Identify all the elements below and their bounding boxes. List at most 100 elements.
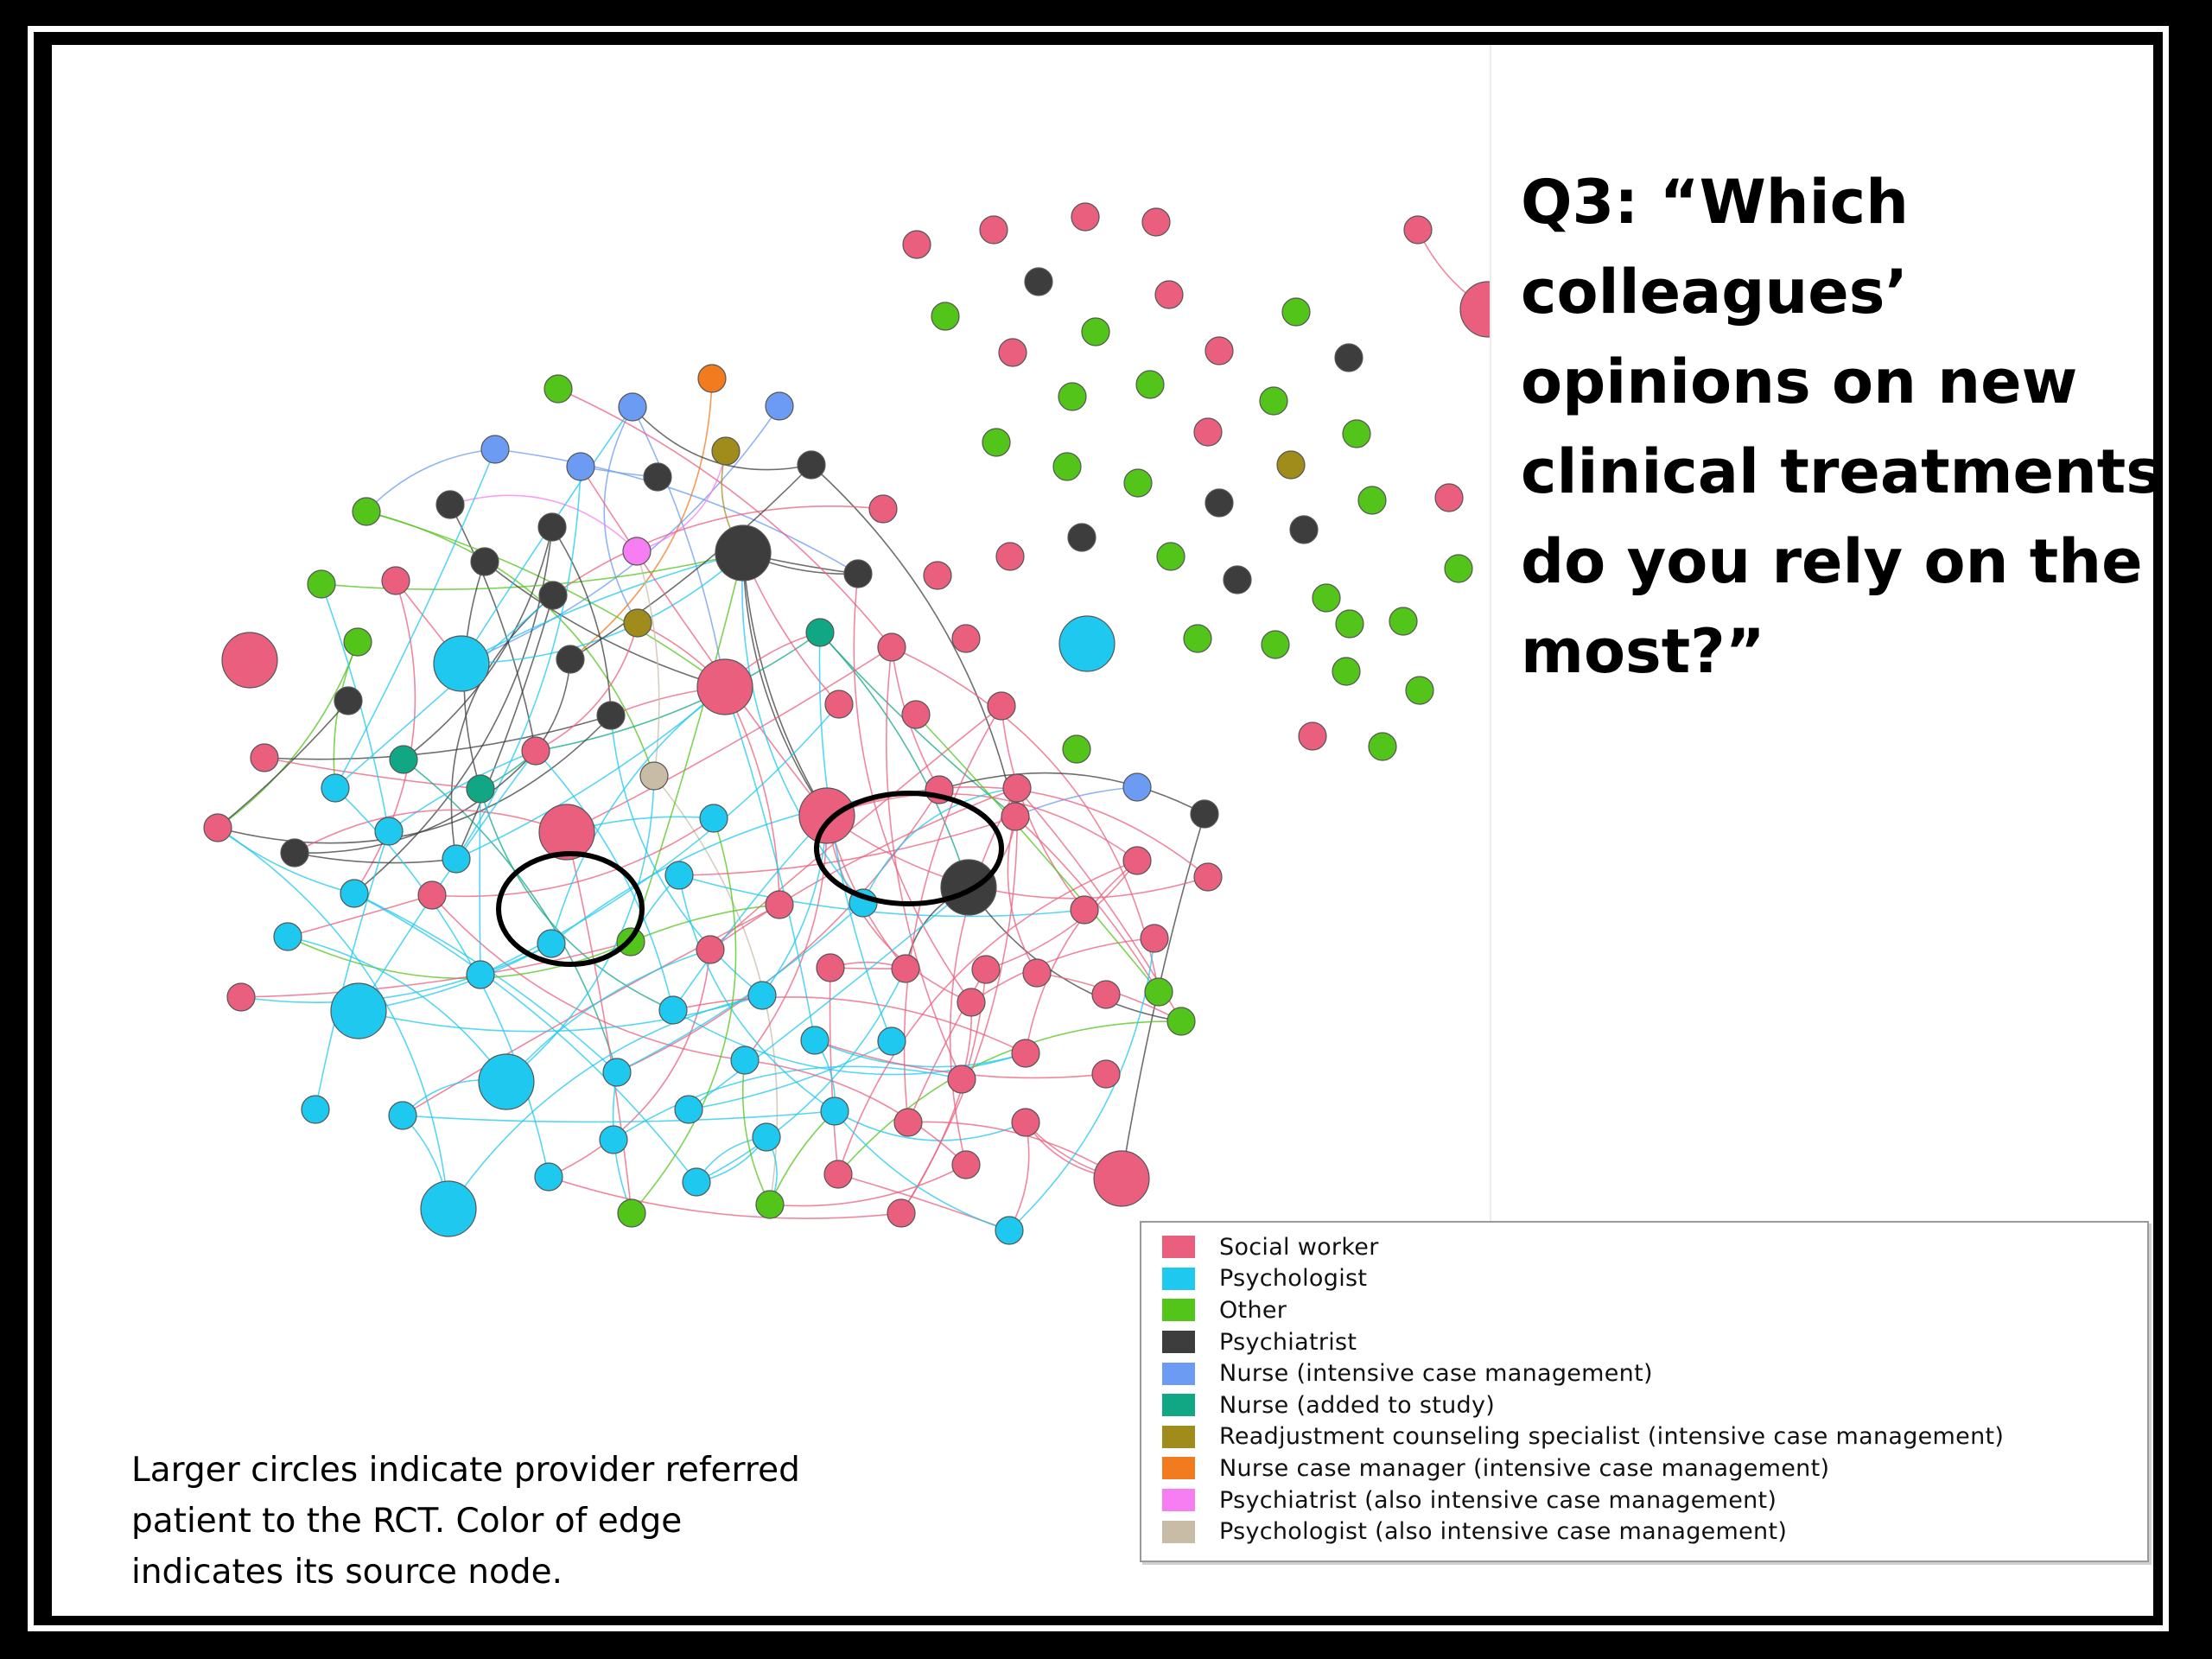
network-node — [1081, 317, 1110, 346]
network-node — [797, 450, 826, 480]
network-node — [442, 844, 471, 874]
highlight-rings — [496, 791, 1004, 967]
network-edge — [333, 641, 359, 789]
network-edge — [834, 1110, 1010, 1231]
network-edge — [217, 827, 449, 1210]
network-node — [893, 1108, 923, 1137]
slide-canvas: Q3: “Which colleagues’ opinions on new c… — [52, 45, 2162, 1616]
question-line: colleagues’ — [1521, 257, 1908, 327]
network-edge — [613, 1065, 963, 1141]
network-node — [1276, 450, 1306, 480]
network-node — [566, 452, 595, 481]
network-edge — [903, 705, 1002, 1123]
network-node — [617, 1198, 646, 1228]
network-node — [1166, 1007, 1196, 1036]
network-node — [280, 838, 309, 868]
network-edge — [294, 852, 457, 864]
network-node — [1434, 483, 1464, 512]
network-node — [301, 1095, 330, 1124]
network-edge — [819, 632, 969, 888]
network-edge — [264, 757, 481, 790]
network-node — [307, 569, 336, 599]
network-edge — [632, 406, 812, 471]
square-swatch-icon — [1162, 1457, 1195, 1480]
network-edge — [566, 831, 632, 1214]
network-edge — [837, 1020, 1182, 1175]
network-nodes — [203, 202, 1490, 1245]
network-edge — [358, 750, 537, 1012]
network-edge — [240, 941, 632, 998]
network-edge — [535, 622, 639, 752]
network-edge — [353, 893, 697, 1183]
network-edge — [569, 378, 713, 660]
network-edge — [741, 1059, 771, 1205]
network-node — [334, 686, 363, 715]
network-node — [658, 995, 688, 1025]
network-node — [979, 215, 1008, 245]
network-node — [696, 935, 725, 964]
network-edge — [353, 580, 416, 894]
network-edge — [550, 686, 726, 944]
network-edge — [264, 715, 612, 760]
network-edge — [630, 552, 744, 943]
network-edge — [403, 526, 553, 760]
network-node — [1298, 721, 1327, 751]
network-node — [971, 955, 1001, 984]
question-line: Q3: “Which — [1521, 167, 1909, 238]
network-edge — [724, 686, 816, 1041]
network-node — [622, 537, 652, 566]
question-line: opinions on new — [1521, 346, 2078, 417]
network-node — [664, 861, 694, 890]
network-node — [877, 632, 906, 662]
network-node — [901, 700, 931, 729]
network-edge — [741, 552, 864, 904]
network-edge — [217, 715, 612, 844]
network-edge — [240, 943, 552, 1003]
network-node — [538, 804, 595, 861]
legend-label: Other — [1219, 1296, 1287, 1324]
network-node — [521, 736, 550, 766]
network-edge — [566, 646, 893, 833]
network-node — [1067, 523, 1096, 552]
network-node — [902, 230, 931, 259]
network-node — [755, 1190, 785, 1219]
network-edge — [217, 641, 359, 829]
network-edge — [505, 949, 711, 1083]
network-node — [1022, 958, 1052, 988]
network-node — [1123, 468, 1153, 498]
network-node — [470, 547, 499, 576]
network-edge — [837, 1173, 1010, 1231]
network-node — [765, 890, 794, 919]
network-node — [1122, 772, 1152, 802]
legend-label: Nurse case manager (intensive case manag… — [1219, 1454, 1830, 1482]
network-edge — [358, 995, 763, 1033]
network-node — [747, 981, 777, 1010]
network-edge — [630, 904, 780, 943]
network-edge — [334, 594, 554, 789]
network-node — [887, 1198, 916, 1228]
network-node — [1052, 452, 1082, 481]
network-node — [420, 1180, 477, 1237]
network-node — [273, 922, 302, 951]
network-edges — [217, 229, 1489, 1231]
panel-divider — [1490, 45, 1491, 1229]
network-node — [987, 691, 1016, 721]
network-edge — [688, 1040, 893, 1110]
network-node — [1011, 1039, 1040, 1068]
legend-item: Psychologist (also intensive case manage… — [1162, 1516, 2147, 1548]
network-edge — [494, 448, 859, 575]
network-edge — [294, 750, 537, 854]
question-line: do you rely on the — [1521, 526, 2143, 597]
network-node — [1144, 977, 1173, 1007]
network-node — [931, 302, 960, 331]
network-edge — [402, 1110, 836, 1123]
network-edge — [826, 815, 1209, 899]
network-edge — [678, 874, 1085, 918]
network-edge — [744, 1059, 967, 1166]
network-node — [389, 745, 418, 774]
network-node — [1259, 386, 1288, 416]
caption-note: Larger circles indicate provider referre… — [131, 1445, 909, 1598]
network-edge — [1014, 786, 1138, 817]
network-node — [1183, 624, 1212, 653]
